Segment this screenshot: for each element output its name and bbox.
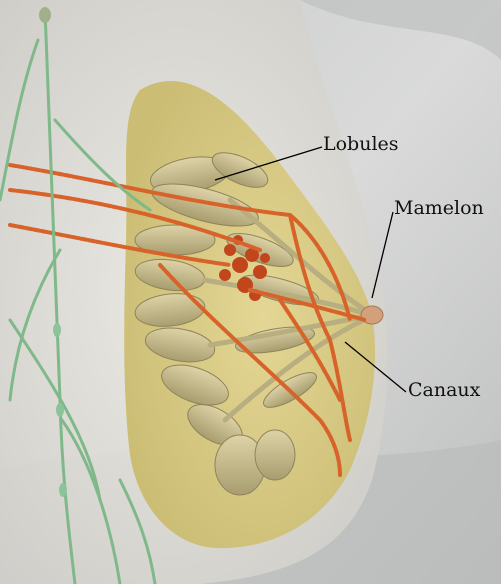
lobule (255, 430, 295, 480)
nerve-node (59, 483, 67, 497)
lymph-node (224, 244, 236, 256)
canaux-label: Canaux (408, 381, 480, 400)
lymph-node (260, 253, 270, 263)
lymph-node (253, 265, 267, 279)
nerve-node (39, 7, 51, 23)
mamelon-label: Mamelon (394, 199, 484, 218)
lobules-label: Lobules (323, 135, 399, 154)
lymph-node (232, 257, 248, 273)
nerve-node (56, 403, 64, 417)
lymph-node (219, 269, 231, 281)
nerve-node (53, 323, 61, 337)
